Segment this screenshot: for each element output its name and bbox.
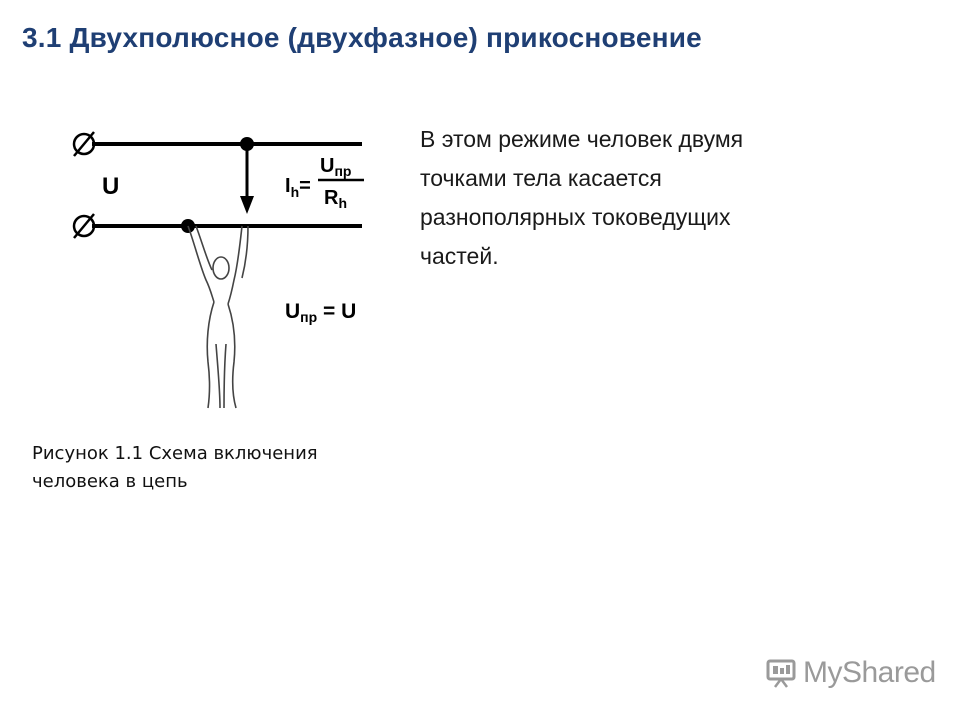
caption-line: Рисунок 1.1 Схема включения [32, 443, 318, 464]
svg-text:Uпр: Uпр [320, 155, 351, 179]
circuit-diagram: U Ih= Uпр Rh Uпр = U [72, 131, 364, 409]
body-text-line: частей. [420, 243, 499, 269]
current-subscript: h [291, 184, 300, 200]
svg-text:Rh: Rh [324, 187, 347, 211]
voltage-label: U [102, 173, 119, 200]
slide-body-text: В этом режиме человек двумя точками тела… [420, 120, 860, 276]
numerator-subscript: пр [334, 163, 351, 179]
denominator-symbol: R [324, 187, 339, 209]
equality-lhs-symbol: U [285, 300, 300, 323]
upper-terminal-icon [72, 131, 96, 157]
slide-title: 3.1 Двухполюсное (двухфазное) прикоснове… [22, 22, 702, 53]
svg-text:Ih=: Ih= [285, 175, 311, 200]
lower-terminal-icon [72, 213, 96, 239]
human-figure-icon [187, 225, 249, 409]
voltage-equality: Uпр = U [285, 300, 356, 325]
numerator-symbol: U [320, 155, 334, 177]
logo-text: MyShared [803, 656, 936, 689]
equality-lhs-subscript: пр [300, 309, 317, 325]
figure-caption: Рисунок 1.1 Схема включения человека в ц… [32, 440, 392, 496]
denominator-subscript: h [338, 195, 347, 211]
current-formula: Ih= Uпр Rh [285, 155, 364, 211]
presentation-board-icon [766, 659, 796, 688]
equality-rhs: U [341, 300, 356, 323]
current-symbol: I [285, 175, 291, 197]
upper-contact-point [240, 137, 254, 151]
current-arrow-icon [240, 150, 254, 214]
caption-line: человека в цепь [32, 471, 188, 492]
body-text-line: точками тела касается [420, 165, 662, 191]
body-text-line: В этом режиме человек двумя [420, 126, 744, 152]
body-text-line: разнополярных токоведущих [420, 204, 731, 230]
myshared-logo: MyShared [765, 655, 936, 691]
